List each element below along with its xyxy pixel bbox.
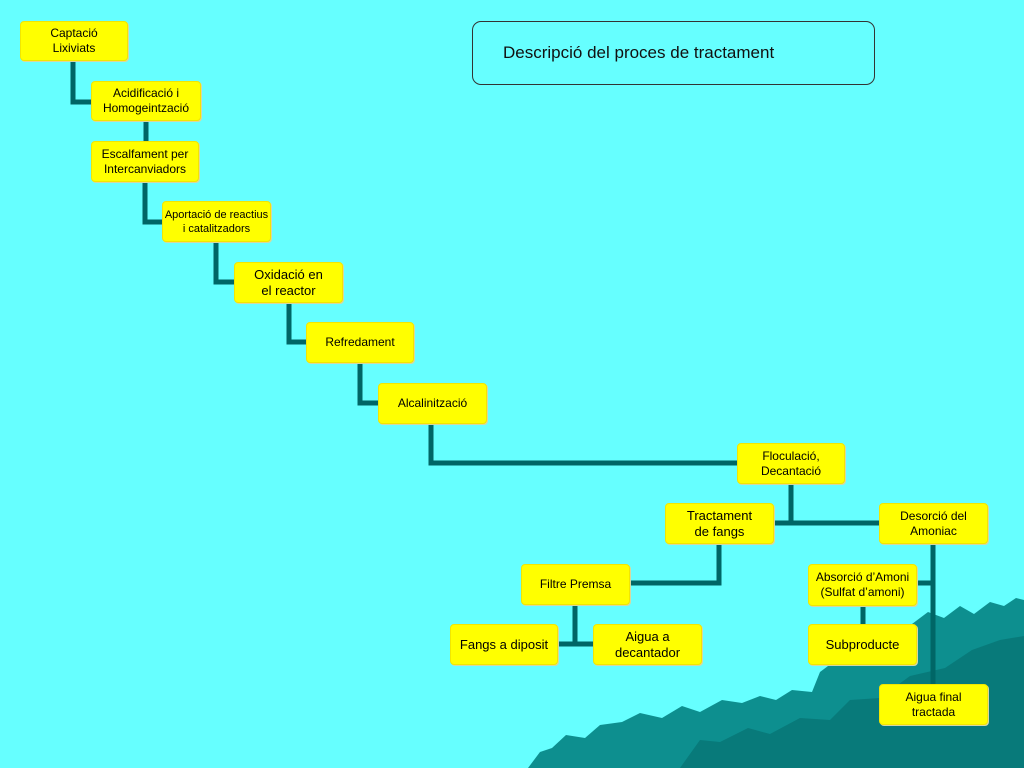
node-aigua-final: Aigua final tractada xyxy=(879,684,988,725)
node-subproducte: Subproducte xyxy=(808,624,917,665)
node-absorcio-amoni: Absorció d’Amoni (Sulfat d’amoni) xyxy=(808,564,917,606)
node-fangs-diposit: Fangs a diposit xyxy=(450,624,558,665)
node-tractament-fangs: Tractament de fangs xyxy=(665,503,774,544)
node-refredament: Refredament xyxy=(306,322,414,363)
diagram-title: Descripció del proces de tractament xyxy=(503,43,775,62)
node-aigua-decantador: Aigua a decantador xyxy=(593,624,702,665)
node-aportacio-reactius: Aportació de reactius i catalitzadors xyxy=(162,201,271,242)
connector-lines xyxy=(70,60,936,685)
node-filtre-premsa: Filtre Premsa xyxy=(521,564,630,605)
node-floculacio-decantacio: Floculació, Decantació xyxy=(737,443,845,484)
node-escalfament: Escalfament per Intercanviadors xyxy=(91,141,199,182)
node-desorcio-amoniac: Desorció del Amoniac xyxy=(879,503,988,544)
title-box: Descripció del proces de tractament xyxy=(472,21,875,85)
node-oxidacio-reactor: Oxidació en el reactor xyxy=(234,262,343,303)
node-alcalinitzacio: Alcalinització xyxy=(378,383,487,424)
node-captacio-lixiviats: Captació Lixiviats xyxy=(20,21,128,61)
node-acidificacio: Acidificació i Homogeintzació xyxy=(91,81,201,121)
